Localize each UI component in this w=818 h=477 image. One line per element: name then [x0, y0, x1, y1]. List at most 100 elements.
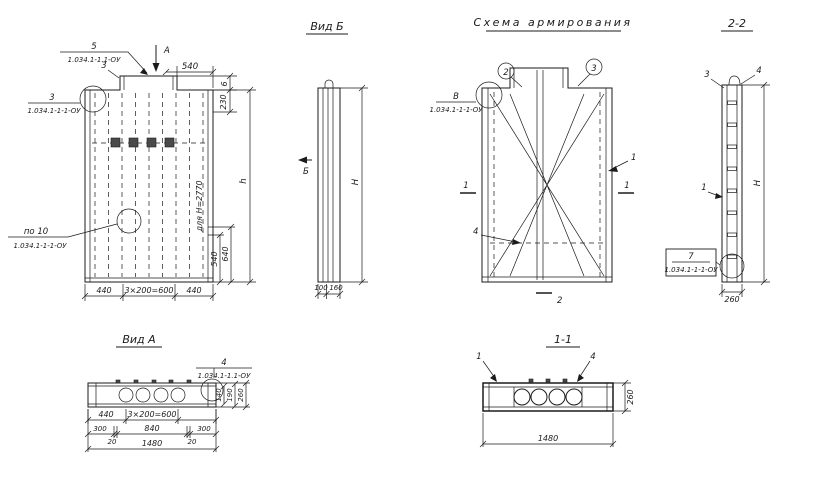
view-a-inner-lines: [88, 383, 216, 407]
rung: [727, 144, 737, 149]
dim-bottom-ext: [84, 284, 214, 301]
embedded-plate: [146, 137, 157, 148]
dim-440-left: 440: [96, 286, 111, 295]
scheme-callout-1: 1: [631, 153, 636, 163]
section-11-callout-1-leader: [482, 360, 496, 379]
view-a-dim-side-2: 190: [226, 388, 234, 402]
dim-540r-ticks: [216, 223, 235, 286]
section-22-callout-3-leader: [710, 78, 725, 89]
view-a-dim-20-right: 20: [188, 438, 197, 446]
core-circle: [548, 388, 566, 406]
view-a-dim-side-3: 260: [237, 388, 245, 402]
section-11-top-marks: [528, 378, 568, 383]
core-circle: [565, 388, 583, 406]
view-a-dim-side-1: 140: [215, 388, 223, 402]
view-b-dim-160: 160: [329, 284, 343, 292]
panel-inner-edges: [85, 76, 213, 282]
section-11-title: 1-1: [554, 333, 572, 346]
view-a-dim2-line: [88, 426, 216, 438]
section-22-dim-260: 260: [724, 295, 739, 304]
view-a-callout-4-fraction: [196, 367, 252, 378]
view-a-arrowhead: [152, 63, 160, 72]
dim-top-ticks: [162, 68, 217, 76]
callout-5-arrowhead: [140, 68, 148, 75]
section-22-title: 2-2: [728, 17, 746, 30]
dim-top-540: 540: [182, 62, 198, 72]
top-mark: [545, 378, 551, 383]
detail-circle-core: [116, 208, 142, 234]
dim-right-chain: [177, 75, 237, 113]
view-b-height-dim: [340, 87, 368, 283]
section-22-detail-circle: [719, 253, 745, 279]
top-mark: [115, 379, 121, 384]
scheme-callout-2-circle: [497, 62, 515, 80]
section-11-callout-1-arrowhead: [490, 374, 497, 382]
dim-440-right: 440: [186, 286, 201, 295]
dim-bottom-ticks: [81, 292, 217, 300]
scheme-callout-4-leader: [480, 234, 517, 243]
section-11-callout-4: 4: [590, 352, 595, 362]
callout-5-leader: [60, 51, 148, 74]
embedded-plate: [110, 137, 121, 148]
section-11-right-ticks: [621, 379, 629, 415]
rung: [727, 122, 737, 127]
section-11-callout-1: 1: [476, 352, 481, 362]
callout-3-top-number: 3: [101, 61, 106, 71]
callout-3-top-leader: [107, 69, 120, 79]
view-b-dim-ext: [317, 284, 341, 299]
view-b-mark: Б: [303, 167, 309, 177]
section-22-rungs: [727, 100, 737, 259]
section-22-bottom-ticks: [718, 288, 746, 296]
view-a-mark: А: [163, 46, 170, 56]
scheme-detail-circle: [475, 81, 503, 109]
core-circle: [530, 388, 548, 406]
scheme-diagonal-bars: [489, 93, 605, 277]
section-11-dim-1480: 1480: [538, 434, 558, 443]
view-a-top-marks: [115, 379, 192, 384]
view-a-callout-4-number: 4: [221, 358, 226, 368]
scheme-center-bars: [536, 70, 544, 280]
top-mark: [562, 378, 568, 383]
scheme-section1-right-label: 1: [624, 181, 629, 191]
scheme-section1-left-label: 1: [463, 181, 468, 191]
dim-6: 6: [220, 81, 229, 86]
rung: [727, 100, 737, 105]
dim-230: 230: [219, 94, 228, 109]
view-b-title: Вид Б: [310, 20, 343, 33]
section-22-callout-7-number: 7: [688, 252, 694, 262]
view-b: Вид Б 100 160 Н: [306, 20, 368, 299]
section-22-height-dim: [742, 84, 770, 283]
section-1-1: 1-1 1 4 1480 260: [476, 333, 635, 448]
embedded-plate: [128, 137, 139, 148]
reinforcement-scheme: Схема армирования 2 3 В 1.034.1-1-1-ОУ 1…: [430, 16, 637, 306]
callout-5-number: 5: [91, 42, 96, 52]
view-a-dim-20-left: 20: [108, 438, 117, 446]
top-mark: [133, 379, 139, 384]
scheme-callout-3-circle: [585, 58, 603, 76]
core-circle: [118, 387, 134, 403]
scheme-callout-4: 4: [473, 227, 478, 237]
top-mark: [528, 378, 534, 383]
dim-540r-line: [208, 234, 224, 282]
view-a-callout-4-code: 1.034.1-1.1-ОУ: [198, 372, 251, 380]
section-22-callout-1: 1: [701, 183, 706, 193]
scheme-callout-3-leader: [577, 73, 591, 87]
dim-540-right: 540: [210, 251, 219, 266]
embedded-plate: [164, 137, 175, 148]
callout-3-left-code: 1.034.1-1-1-ОУ: [28, 107, 82, 115]
section-11-dim-260: 260: [626, 389, 635, 404]
section-22-callout-7-code: 1.034.1-1-1-ОУ: [665, 266, 719, 274]
section-11-right-dim: [613, 382, 631, 412]
core-axes-dashed: [92, 93, 206, 277]
dim-600-mid: 3×200=600: [124, 286, 173, 295]
view-b-dim-H: Н: [351, 178, 361, 185]
dim-h-line: [213, 89, 256, 283]
dim-640-right: 640: [221, 246, 230, 261]
section-11-inner-lines: [483, 383, 613, 411]
section-11-callout-4-arrowhead: [577, 374, 584, 382]
view-b-dim-100: 100: [314, 284, 328, 292]
callout-po10-number: по 10: [24, 227, 48, 237]
note-height: для Н=2770: [195, 180, 204, 232]
scheme-callout-v-number: В: [453, 92, 459, 102]
view-b-dim-ticks: [314, 290, 344, 298]
